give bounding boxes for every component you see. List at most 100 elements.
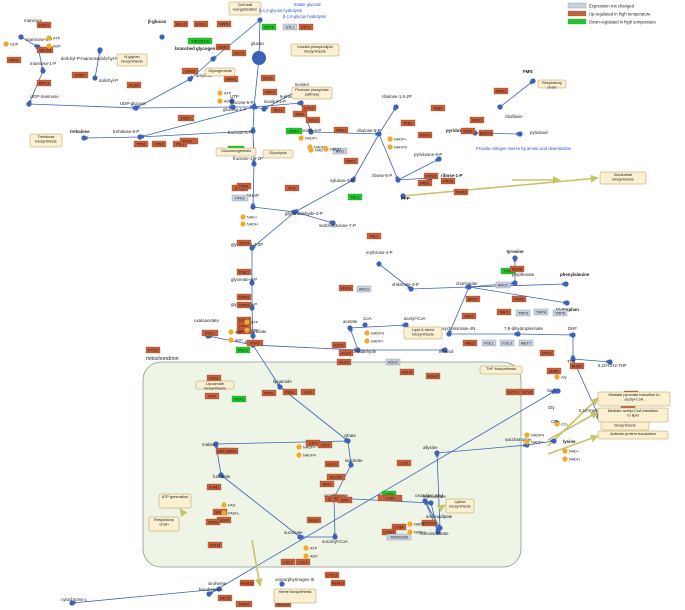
gene-label: ALD6: [339, 361, 349, 365]
process-box: [479, 365, 523, 375]
metabolite-label: acetate: [343, 319, 358, 324]
metabolite-dot: [257, 17, 263, 23]
metabolite-dot: [261, 106, 267, 112]
gene-hem13: HEM13: [330, 579, 346, 587]
gene-box: [496, 308, 512, 316]
metabolite-succinyl-coa: succinyl-CoA: [322, 534, 348, 544]
metabolite-dot: [400, 193, 406, 199]
gene-box: [338, 349, 354, 357]
metabolite-deoxychorismate-4n: deoxychorismate-4N: [435, 326, 475, 337]
gene-label: PGM3: [456, 191, 467, 195]
gene-box: [462, 339, 478, 347]
gene-label: GPM1: [239, 296, 250, 300]
reaction-arrow: [252, 344, 281, 388]
metabolite-label: lysine: [563, 439, 576, 444]
cofactor-dot: [228, 337, 234, 343]
gene-adh2: ADH2: [385, 358, 401, 366]
gene-cit3: CIT3: [317, 441, 333, 449]
annotation-intake-glucose: Intake glucose: [294, 2, 322, 7]
metabolite-label: aminoadipate: [426, 514, 453, 519]
metabolite-sedoheptulose-7-p: sedoheptulose-7-P: [319, 220, 356, 228]
process-label: Heme biosynthesis: [279, 589, 312, 594]
gene-rib1: RIB1: [400, 119, 416, 127]
cofactor-dot: [524, 439, 530, 445]
metabolite-malate: malate: [202, 441, 219, 447]
gene-aco2b: ACO2b: [326, 473, 346, 481]
gene-lat1: LAT1: [300, 388, 316, 396]
cofactor-nadp: NADP+: [298, 135, 319, 141]
gene-box: [36, 46, 54, 54]
metabolite-dot: [376, 131, 382, 137]
process-label: Glycolysis: [269, 150, 287, 155]
metabolite-label: mannose: [24, 18, 43, 23]
metabolite-dot: [564, 300, 570, 306]
gene-rib3: RIB3: [430, 104, 446, 112]
metabolite-coa: CoA: [362, 316, 372, 328]
process-box: [537, 79, 567, 89]
gene-box: [391, 523, 407, 531]
gene-aro4: ARO4: [338, 284, 354, 292]
gene-label: CIT3: [321, 444, 329, 448]
metabolite-dot: [216, 586, 222, 592]
metabolite-dot: [292, 209, 298, 215]
gene-label: HEM15: [241, 582, 254, 586]
gene-box: [145, 346, 161, 354]
metabolite-fructose-1-6-2p: fructose-1,6-2P: [233, 156, 263, 167]
gene-bgl2: BGL2: [173, 20, 189, 28]
gene-label: GPH1: [226, 78, 236, 82]
metabolite-label: glucan: [251, 41, 264, 46]
metabolite-label: glucose-1-P: [223, 107, 246, 112]
gene-idh1: IDH1: [319, 480, 335, 488]
metabolite-label: acetaldehyde: [350, 349, 377, 354]
metabolite-dot: [350, 177, 356, 183]
gene-snz1: SNZ1: [460, 127, 476, 135]
gene-label: DPM1: [75, 74, 86, 78]
metabolite-label: dolichyl-P: [99, 78, 118, 83]
gene-box: [212, 508, 228, 516]
gene-rki1: RKI1: [332, 147, 348, 155]
gene-label: LSC2: [283, 561, 293, 565]
gene-label: ZWF1: [289, 130, 299, 134]
gene-box: [421, 519, 437, 527]
metabolite-oxoadipic-acid: oxoadipic acid: [415, 493, 443, 504]
cofactor-dot: [554, 421, 560, 427]
gene-label: SDH1: [215, 511, 225, 515]
gene-aro7: ARO7: [495, 281, 511, 289]
gene-box: [236, 182, 252, 190]
metabolite-fructose-6-p: fructose-6-P: [228, 128, 256, 135]
gene-glk1: GLK1: [260, 74, 276, 82]
gene-gpm1: GPM1: [236, 293, 252, 301]
gene-label: SDH3: [219, 519, 229, 523]
gene-gpm3: GPM3: [236, 301, 252, 309]
metabolite-label: mannose-6-P: [26, 37, 52, 42]
process-box: [599, 171, 647, 185]
metabolite-dot: [435, 529, 441, 535]
gene-box: [282, 23, 298, 31]
gene-label: IDP2: [341, 499, 349, 503]
cofactor-dot: [228, 329, 234, 335]
cofactor-label: ATP: [310, 547, 318, 551]
gene-sno1: SNO1: [469, 116, 485, 124]
metabolite-label: amylose: [196, 73, 213, 78]
gene-box: [546, 367, 562, 375]
gene-label: PYK1: [239, 325, 249, 329]
gene-label: GPM3: [239, 304, 250, 308]
cofactor-dot: [407, 521, 413, 527]
cofactor-dot: [240, 214, 246, 220]
metabolite-dot: [332, 534, 338, 540]
reaction-arrow: [517, 332, 574, 337]
cofactor-dot: [303, 553, 309, 559]
gene-ydr261w: YDR261W: [187, 37, 213, 45]
gene-box: [493, 87, 509, 95]
reaction-arrow: [397, 158, 440, 181]
metabolite-dot: [347, 325, 353, 331]
metabolite-dot: [133, 105, 139, 111]
metabolite-label: ribose-1-P: [441, 173, 463, 178]
gene-label: TPI1: [288, 187, 296, 191]
cofactor-label: FAD: [228, 504, 236, 508]
reaction-arrow: [424, 500, 441, 529]
metabolite-dot: [229, 98, 235, 104]
gene-shm1: SHM1: [546, 367, 562, 375]
